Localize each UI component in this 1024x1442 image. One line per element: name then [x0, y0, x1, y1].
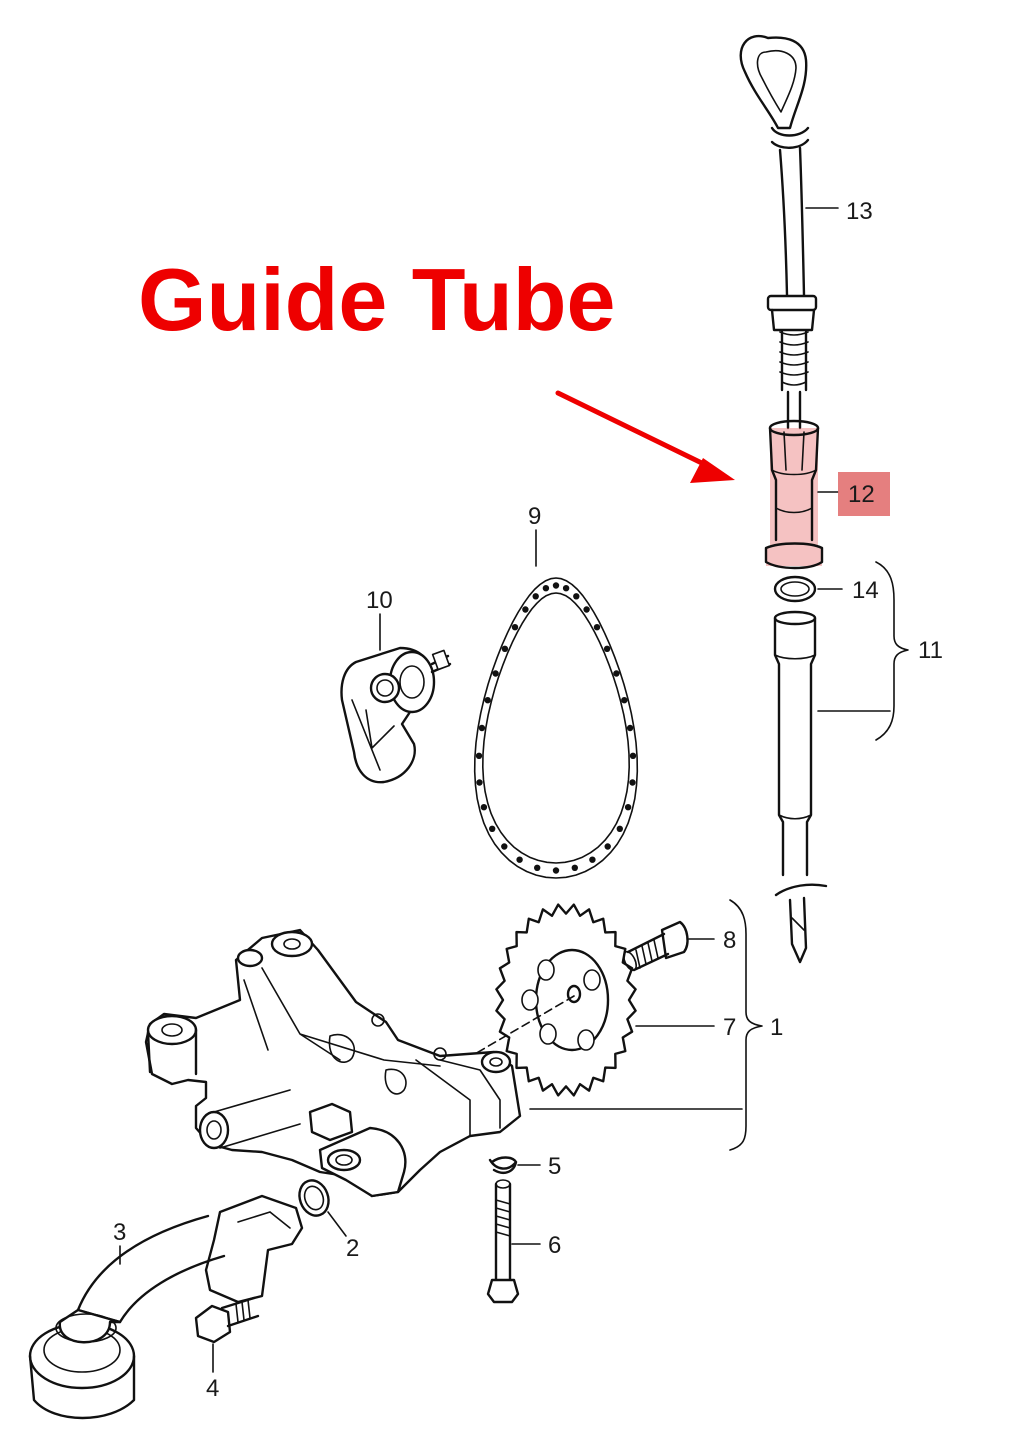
oil-pump-body-part-1	[144, 928, 522, 1198]
callout-13: 13	[846, 198, 873, 225]
highlight-label-box	[838, 472, 890, 516]
pointer-arrow	[555, 390, 735, 483]
callout-14: 14	[852, 577, 879, 604]
bolt-part-4	[194, 1296, 260, 1344]
callout-9: 9	[528, 503, 541, 530]
callout-12: 12	[848, 481, 875, 508]
callout-6: 6	[548, 1232, 561, 1259]
headline-guide-tube: Guide Tube	[138, 250, 615, 349]
o-ring-part-14	[773, 575, 817, 603]
callout-3: 3	[113, 1219, 126, 1246]
callout-4: 4	[206, 1375, 219, 1402]
drive-chain-part-9	[473, 577, 639, 879]
dipstick-part-13	[739, 35, 818, 430]
leader-lines	[119, 207, 909, 1373]
pickup-pipe-part-3	[28, 1194, 304, 1420]
bolt-part-8	[623, 920, 689, 972]
sprocket-part-7	[467, 903, 637, 1097]
callout-1: 1	[770, 1014, 783, 1041]
gasket-part-2	[298, 1179, 330, 1217]
stud-bolt-part-6	[486, 1179, 520, 1304]
callout-5: 5	[548, 1153, 561, 1180]
washer-part-5	[488, 1156, 518, 1174]
callout-8: 8	[723, 927, 736, 954]
callout-11: 11	[918, 637, 943, 664]
lower-tube-part-11	[773, 610, 828, 964]
callout-10: 10	[366, 587, 393, 614]
callout-7: 7	[723, 1014, 736, 1041]
chain-tensioner-part-10	[340, 646, 452, 784]
callout-2: 2	[346, 1235, 359, 1262]
guide-tube-part-12	[764, 419, 824, 570]
